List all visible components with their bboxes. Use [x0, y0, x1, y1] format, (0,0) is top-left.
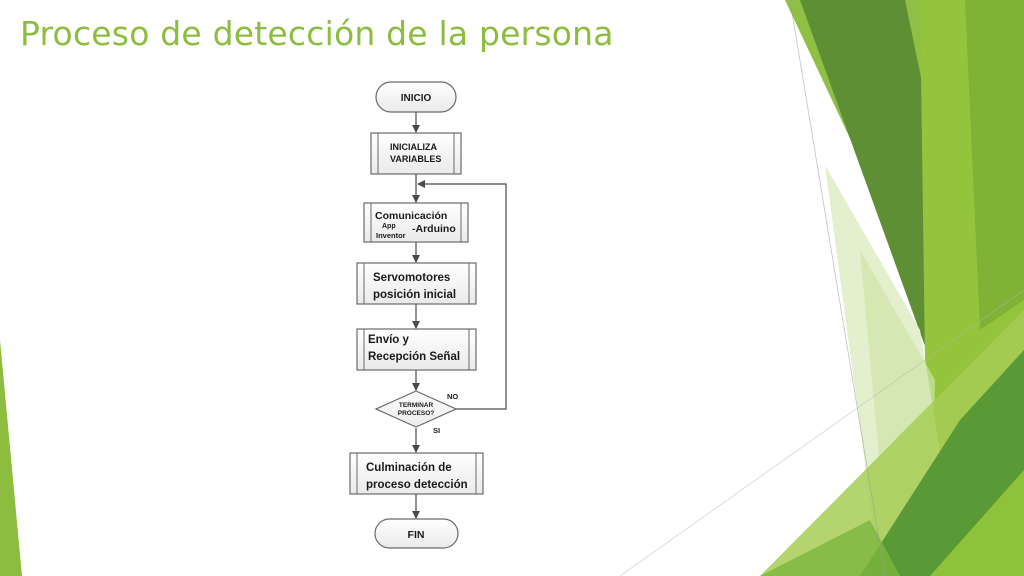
culmination-label-line2: proceso detección	[366, 479, 468, 491]
signal-box: Envío y Recepción Señal	[356, 328, 477, 371]
facet-lower-mid	[760, 520, 900, 576]
comm-label-app: App	[382, 223, 396, 230]
end-terminator: FIN	[374, 518, 459, 549]
facet-right-mid	[965, 0, 1024, 330]
servo-label-line1: Servomotores	[373, 272, 450, 284]
culmination-label-line1: Culminación de	[366, 462, 452, 474]
signal-label-line1: Envío y	[368, 334, 410, 346]
init-label-line1: INICIALIZA	[390, 142, 437, 152]
servo-label-line2: posición inicial	[373, 289, 456, 301]
facet-bottom-bright	[930, 470, 1024, 576]
signal-label-line2: Recepción Señal	[368, 351, 460, 363]
culmination-box: Culminación de proceso detección	[349, 452, 484, 495]
decision-diamond: TERMINAR PROCESO?	[374, 390, 458, 428]
start-label: INICIO	[401, 93, 432, 104]
comm-label-arduino: -Arduino	[412, 223, 456, 235]
connectors	[412, 112, 507, 519]
slide-title: Proceso de detección de la persona	[20, 14, 614, 53]
thin-line-1	[789, 0, 886, 576]
decision-label-line1: TERMINAR	[399, 402, 434, 409]
left-green-sliver	[0, 340, 22, 576]
decision-label-line2: PROCESO?	[398, 410, 435, 417]
no-branch-label: NO	[447, 392, 458, 401]
comm-label-line1: Comunicación	[375, 210, 447, 222]
servomotors-box: Servomotores posición inicial	[356, 262, 477, 305]
init-label-line2: VARIABLES	[390, 154, 441, 164]
thin-line-2	[619, 289, 1024, 576]
comm-label-inventor: Inventor	[376, 231, 406, 240]
communication-box: Comunicación App Inventor -Arduino	[363, 202, 469, 243]
init-variables-box: INICIALIZA VARIABLES	[370, 132, 462, 175]
si-branch-label: SI	[433, 426, 440, 435]
loop-back-no	[417, 180, 507, 410]
start-terminator: INICIO	[375, 81, 457, 113]
end-label: FIN	[408, 529, 425, 541]
